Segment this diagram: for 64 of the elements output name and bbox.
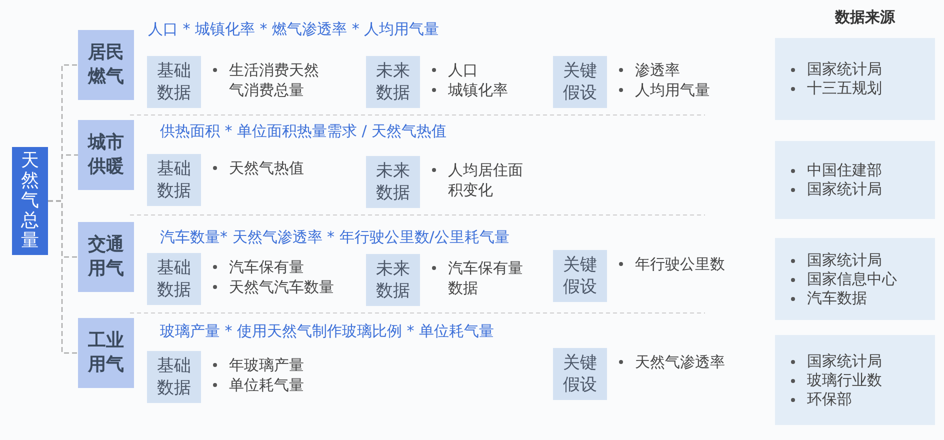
list-item: 生活消费天然气消费总量 (229, 60, 320, 100)
tag-box (147, 351, 201, 403)
list-item: 城镇化率 (448, 80, 508, 100)
box-label: 基础数据 (156, 60, 192, 104)
list-item: 天然气汽车数量 (229, 277, 334, 297)
list-item: 渗透率 (635, 60, 680, 80)
list-item: 国家信息中心 (807, 270, 897, 288)
box-label: 工业用气 (86, 329, 125, 377)
box-label: 关键假设 (562, 352, 598, 396)
list-item: 人均居住面积变化 (448, 160, 524, 200)
tag-box (147, 154, 201, 206)
list-item: 年行驶公里数 (635, 254, 725, 274)
tag-box (366, 156, 420, 208)
box-label: 关键假设 (562, 60, 598, 104)
list-item: 年玻璃产量 (229, 355, 304, 375)
root-box (12, 147, 48, 255)
list-item: 环保部 (807, 390, 852, 408)
list-item: 单位耗气量 (229, 375, 304, 395)
box-label: 未来数据 (375, 160, 411, 204)
list-item: 玻璃行业数 (807, 370, 882, 390)
box-label: 关键假设 (562, 254, 598, 298)
source-box (775, 141, 935, 219)
category-box (78, 222, 134, 292)
box-label: 城市供暖 (86, 131, 125, 179)
source-box (775, 38, 935, 120)
box-label: 基础数据 (156, 257, 192, 301)
tag-box (366, 56, 420, 108)
list-item: 汽车数据 (807, 288, 867, 308)
list-item: 中国住建部 (807, 161, 882, 180)
box-label: 基础数据 (156, 355, 192, 399)
column-heading: 数据来源 (835, 8, 895, 27)
list-item: 国家统计局 (807, 352, 882, 370)
tag-box (553, 250, 607, 302)
list-item: 国家统计局 (807, 180, 882, 199)
connector-line (48, 200, 78, 354)
source-box (775, 238, 935, 320)
list-item: 国家统计局 (807, 60, 882, 79)
tag-box (553, 56, 607, 108)
box-label: 未来数据 (375, 258, 411, 302)
formula-text: 供热面积 * 单位面积热量需求 / 天然气热值 (160, 122, 447, 141)
root-label: 天然气总量 (21, 151, 39, 251)
tag-box (147, 253, 201, 305)
box-label: 基础数据 (156, 158, 192, 202)
category-box (78, 30, 134, 100)
box-label: 居民燃气 (86, 41, 125, 89)
tag-box (366, 254, 420, 306)
box-label: 交通用气 (86, 233, 125, 281)
list-item: 汽车保有量 (229, 257, 304, 277)
formula-text: 人口 * 城镇化率 * 燃气渗透率 * 人均用气量 (148, 20, 440, 39)
source-box (775, 335, 935, 425)
list-item: 人均用气量 (635, 80, 710, 100)
formula-text: 汽车数量* 天然气渗透率 * 年行驶公里数/公里耗气量 (160, 228, 510, 247)
list-item: 天然气渗透率 (635, 352, 725, 372)
list-item: 国家统计局 (807, 250, 882, 270)
category-box (78, 318, 134, 388)
category-box (78, 120, 134, 190)
box-label: 未来数据 (375, 60, 411, 104)
list-item: 十三五规划 (807, 79, 882, 98)
list-item: 天然气热值 (229, 158, 304, 178)
formula-text: 玻璃产量 * 使用天然气制作玻璃比例 * 单位耗气量 (160, 322, 494, 341)
list-item: 汽车保有量数据 (448, 258, 524, 298)
tag-box (147, 56, 201, 108)
tag-box (553, 348, 607, 400)
list-item: 人口 (448, 60, 478, 80)
